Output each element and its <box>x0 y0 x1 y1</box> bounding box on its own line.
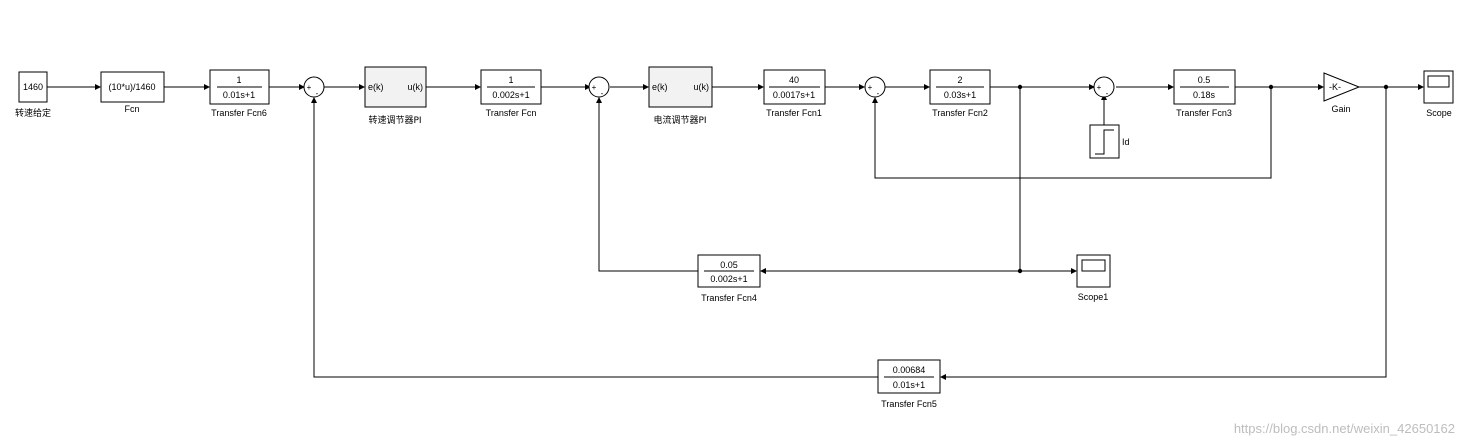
junction-tf2-out <box>1017 84 1023 90</box>
gain-block[interactable]: -K- Gain <box>1323 72 1361 114</box>
fcn-name: Fcn <box>124 104 139 114</box>
scope1-screen-icon <box>1081 259 1106 272</box>
sum4-plus-sign: + <box>1097 83 1102 92</box>
tf6-denominator: 0.01s+1 <box>223 90 255 100</box>
current-pi-subsystem[interactable]: e(k) u(k) 电流调节器PI <box>648 66 713 126</box>
arrow-tf-in <box>475 84 481 90</box>
tf5-denominator: 0.01s+1 <box>893 380 925 390</box>
wire-feedback-inner <box>874 87 1272 179</box>
scope1-name: Scope1 <box>1078 292 1109 302</box>
wire-speed-tf5 <box>946 87 1387 378</box>
tf-numerator: 1 <box>508 75 513 85</box>
transfer-fcn3-block[interactable]: 0.5 0.18s Transfer Fcn3 <box>1173 69 1236 118</box>
wire-tf4-sum2 <box>598 103 698 272</box>
transfer-fcn4-block[interactable]: 0.05 0.002s+1 Transfer Fcn4 <box>697 254 761 303</box>
current-pi-input-port: e(k) <box>652 82 668 92</box>
sum1-minus-sign: - <box>316 89 319 98</box>
tf2-denominator: 0.03s+1 <box>944 90 976 100</box>
junction-tf3-out <box>1268 84 1274 90</box>
arrow-sum3-bottom <box>872 97 878 103</box>
tf2-name: Transfer Fcn2 <box>932 108 988 118</box>
arrow-pi-in <box>359 84 365 90</box>
transfer-fcn5-block[interactable]: 0.00684 0.01s+1 Transfer Fcn5 <box>877 359 941 409</box>
transfer-fcn1-block[interactable]: 40 0.0017s+1 Transfer Fcn1 <box>763 69 826 118</box>
current-pi-output-port: u(k) <box>694 82 710 92</box>
scope1-block[interactable]: Scope1 <box>1076 254 1111 302</box>
gain-value: -K- <box>1329 82 1341 92</box>
tf1-numerator: 40 <box>789 75 799 85</box>
scope-screen-icon <box>1427 75 1450 88</box>
arrow-tf4-in <box>760 268 766 274</box>
arrow-pi2-in <box>643 84 649 90</box>
sum3-block[interactable]: + - <box>864 76 886 98</box>
step-id-block[interactable]: Id <box>1089 124 1130 159</box>
sum4-minus-sign: - <box>1106 89 1109 98</box>
speed-pi-input-port: e(k) <box>368 82 384 92</box>
fcn-expression: (10*u)/1460 <box>108 82 155 92</box>
tf6-numerator: 1 <box>236 75 241 85</box>
tf5-name: Transfer Fcn5 <box>881 399 937 409</box>
tf3-numerator: 0.5 <box>1198 75 1211 85</box>
tf4-numerator: 0.05 <box>720 260 738 270</box>
sum3-plus-sign: + <box>868 83 873 92</box>
scope-block[interactable]: Scope <box>1423 70 1454 118</box>
arrow-fcn-in <box>95 84 101 90</box>
speed-pi-output-port: u(k) <box>408 82 424 92</box>
tf6-name: Transfer Fcn6 <box>211 108 267 118</box>
tf1-name: Transfer Fcn1 <box>766 108 822 118</box>
junction-dots <box>1017 84 1389 274</box>
constant-value: 1460 <box>23 82 43 92</box>
sum1-block[interactable]: + - <box>303 76 325 98</box>
speed-pi-subsystem[interactable]: e(k) u(k) 转速调节器PI <box>364 66 427 126</box>
junction-current <box>1017 268 1023 274</box>
junction-gain-out <box>1383 84 1389 90</box>
arrow-sum4-in <box>1089 84 1095 90</box>
arrow-gain-in <box>1318 84 1324 90</box>
arrow-tf2-in <box>924 84 930 90</box>
scope-name: Scope <box>1426 108 1452 118</box>
sum2-block[interactable]: + - <box>588 76 610 98</box>
tf5-numerator: 0.00684 <box>893 365 926 375</box>
speed-pi-name: 转速调节器PI <box>368 114 421 126</box>
arrow-sum2-in <box>585 84 591 90</box>
signal-wires <box>47 86 1418 378</box>
fcn-block[interactable]: (10*u)/1460 Fcn <box>100 71 165 114</box>
constant-name: 转速给定 <box>15 107 51 119</box>
current-pi-name: 电流调节器PI <box>653 114 706 126</box>
watermark-text: https://blog.csdn.net/weixin_42650162 <box>1234 421 1455 436</box>
tf-denominator: 0.002s+1 <box>492 90 529 100</box>
arrowheads <box>95 84 1424 380</box>
step-waveform-icon <box>1095 129 1114 155</box>
tf2-numerator: 2 <box>957 75 962 85</box>
tf3-denominator: 0.18s <box>1193 90 1216 100</box>
arrow-scope1-in <box>1071 268 1077 274</box>
sum2-minus-sign: - <box>601 89 604 98</box>
arrow-tf3-in <box>1168 84 1174 90</box>
arrow-sum1-in <box>299 84 305 90</box>
transfer-fcn2-block[interactable]: 2 0.03s+1 Transfer Fcn2 <box>929 69 991 118</box>
arrow-sum2-bottom <box>596 97 602 103</box>
tf4-name: Transfer Fcn4 <box>701 293 757 303</box>
sum4-block[interactable]: + - <box>1093 76 1115 98</box>
sum3-minus-sign: - <box>877 89 880 98</box>
arrow-sum1-bottom <box>311 97 317 103</box>
arrow-tf1-in <box>758 84 764 90</box>
tf4-denominator: 0.002s+1 <box>710 274 747 284</box>
wire-tf5-sum1 <box>313 103 878 378</box>
transfer-fcn-block[interactable]: 1 0.002s+1 Transfer Fcn <box>480 69 542 118</box>
arrow-tf5-in <box>940 374 946 380</box>
tf-name: Transfer Fcn <box>486 108 537 118</box>
constant-block[interactable]: 1460 转速给定 <box>15 71 51 119</box>
tf3-name: Transfer Fcn3 <box>1176 108 1232 118</box>
arrow-sum3-in <box>859 84 865 90</box>
sum1-plus-sign: + <box>307 83 312 92</box>
transfer-fcn6-block[interactable]: 1 0.01s+1 Transfer Fcn6 <box>209 69 270 118</box>
gain-name: Gain <box>1331 104 1350 114</box>
tf1-denominator: 0.0017s+1 <box>773 90 815 100</box>
arrow-scope-in <box>1418 84 1424 90</box>
step-id-name: Id <box>1122 137 1130 147</box>
arrow-tf6-in <box>204 84 210 90</box>
sum2-plus-sign: + <box>592 83 597 92</box>
